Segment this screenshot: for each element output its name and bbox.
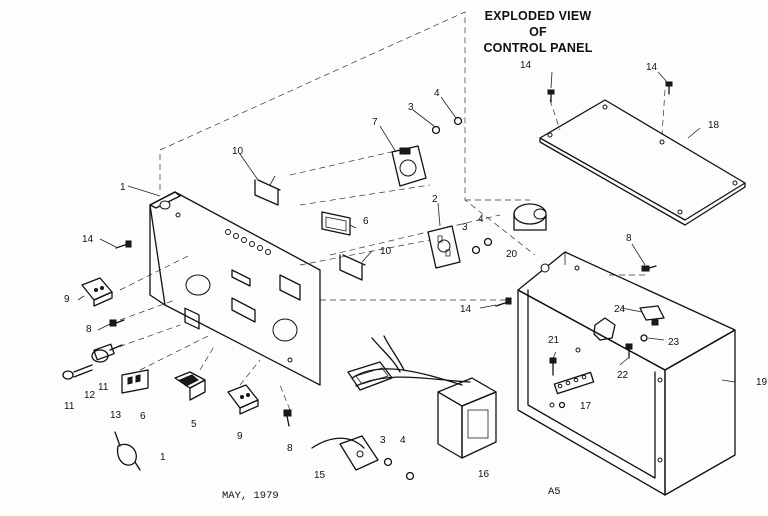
washer-17	[558, 401, 566, 409]
transformer-16	[347, 335, 497, 459]
label-plate-6	[321, 211, 351, 236]
callout-7: 7	[372, 117, 378, 128]
callout-13: 13	[110, 410, 122, 421]
screws-8-21-22-23	[109, 265, 657, 427]
footer-page-number: A5	[548, 486, 561, 498]
receptacle-2	[427, 225, 461, 269]
callout-8: 8	[287, 443, 293, 454]
switch-5	[174, 371, 206, 401]
callout-labels: 1 10 7 3 4 14 14 18 2 3 4 6 10 20 8 14 9…	[64, 60, 768, 481]
screws-14	[115, 81, 673, 307]
footer-date: MAY, 1979	[222, 490, 279, 502]
callout-24: 24	[614, 304, 626, 315]
callout-3: 3	[380, 435, 386, 446]
diagram-title: EXPLODED VIEW OF CONTROL PANEL	[468, 8, 608, 56]
outlet-9-bottom	[227, 384, 259, 415]
callout-15: 15	[314, 470, 326, 481]
callout-5: 5	[191, 419, 197, 430]
callout-10: 10	[380, 246, 392, 257]
terminal-strip-17	[553, 371, 595, 395]
callout-4: 4	[478, 214, 484, 225]
clip-24	[639, 305, 665, 326]
callout-4: 4	[434, 88, 440, 99]
callout-18: 18	[708, 120, 720, 131]
callout-1-stray: 1	[160, 452, 166, 463]
bracket-10-lower	[339, 254, 366, 281]
title-line-1: EXPLODED VIEW	[484, 9, 592, 23]
callout-4: 4	[400, 435, 406, 446]
callout-17: 17	[580, 401, 592, 412]
title-line-2: OF	[529, 25, 547, 39]
callout-10: 10	[232, 146, 244, 157]
callout-9: 9	[64, 294, 70, 305]
front-panel	[149, 191, 321, 386]
callout-2: 2	[432, 194, 438, 205]
callout-1: 1	[120, 182, 126, 193]
connector-strip-6	[121, 369, 149, 394]
callout-23: 23	[668, 337, 680, 348]
callout-16: 16	[478, 469, 490, 480]
callout-14: 14	[646, 62, 658, 73]
callout-11: 11	[64, 401, 75, 412]
callout-19: 19	[756, 377, 768, 388]
leader-lines	[77, 71, 736, 383]
nuts-and-washers	[383, 116, 493, 481]
callout-14: 14	[460, 304, 472, 315]
callout-6: 6	[363, 216, 369, 227]
callout-22: 22	[617, 370, 629, 381]
callout-12: 12	[84, 390, 96, 401]
callout-8: 8	[626, 233, 632, 244]
top-cover-18	[539, 99, 746, 226]
callout-9: 9	[237, 431, 243, 442]
callout-6: 6	[140, 411, 146, 422]
callout-20: 20	[506, 249, 518, 260]
cord-15	[311, 435, 379, 471]
callout-14: 14	[82, 234, 94, 245]
callout-3: 3	[462, 222, 468, 233]
explode-guide-lines	[109, 11, 666, 411]
title-line-3: CONTROL PANEL	[483, 41, 593, 55]
callout-21: 21	[548, 335, 560, 346]
callout-14: 14	[520, 60, 532, 71]
bracket-10-upper	[254, 179, 281, 206]
relay-20	[513, 203, 547, 231]
callout-8: 8	[86, 324, 92, 335]
receptacle-7	[391, 145, 427, 187]
outlet-9-left	[81, 277, 113, 307]
callout-11: 11	[98, 382, 109, 393]
lamp-13	[114, 431, 141, 471]
callout-3: 3	[408, 102, 414, 113]
fuse-holder-11-12	[62, 343, 123, 380]
enclosure-19	[517, 251, 736, 496]
